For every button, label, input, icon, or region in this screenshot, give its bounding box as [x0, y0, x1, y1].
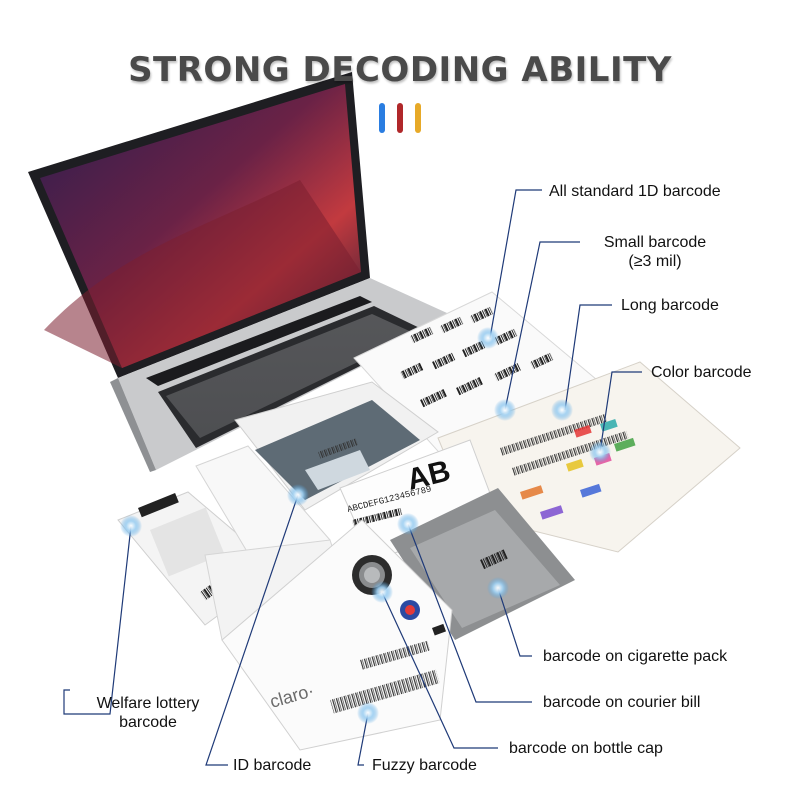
- callout-small-barcode-line1: Small barcode: [603, 234, 707, 251]
- callout-id-barcode: ID barcode: [233, 757, 312, 774]
- callout-bottle-cap: barcode on bottle cap: [509, 740, 663, 757]
- accent-bar-yellow: [415, 103, 421, 133]
- headline: STRONG DECODING ABILITY: [128, 50, 672, 90]
- id-card-document: [234, 381, 439, 511]
- target-marker-icon: [120, 327, 611, 724]
- courier-bill: claro·: [221, 519, 453, 751]
- callout-long-barcode: Long barcode: [621, 297, 719, 314]
- callout-cigarette-pack: barcode on cigarette pack: [543, 648, 728, 665]
- laptop-icon: [28, 72, 458, 472]
- accent-bar-red: [397, 103, 403, 133]
- callout-welfare-lottery-line2: barcode: [119, 714, 177, 731]
- callout-welfare-lottery: Welfare lottery barcode: [78, 694, 218, 732]
- callout-fuzzy-barcode: Fuzzy barcode: [372, 757, 477, 774]
- callout-small-barcode-line2: (≥3 mil): [628, 253, 682, 270]
- callout-lines: [63, 189, 642, 766]
- callout-courier-bill: barcode on courier bill: [543, 694, 701, 711]
- callout-welfare-lottery-line1: Welfare lottery: [96, 695, 200, 712]
- accent-bar-blue: [379, 103, 385, 133]
- callout-small-barcode: Small barcode (≥3 mil): [585, 233, 725, 271]
- callout-color-barcode: Color barcode: [651, 364, 752, 381]
- callout-all-standard-1d: All standard 1D barcode: [549, 183, 721, 200]
